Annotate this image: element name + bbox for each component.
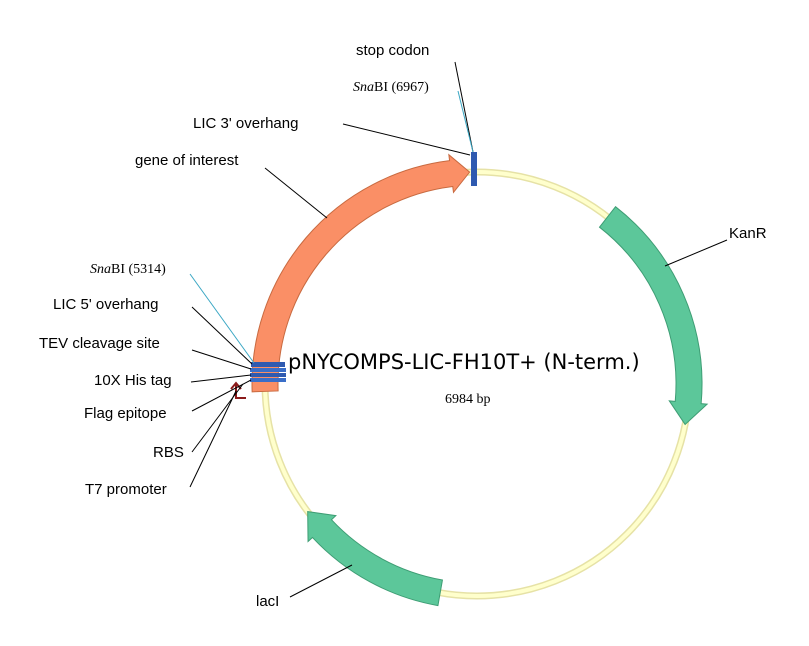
his-tag-marker (250, 373, 286, 377)
laci-arrow (307, 511, 444, 607)
kanr-arrow (598, 205, 709, 426)
leader-snabi-5 (189, 273, 255, 364)
leader-tev (191, 349, 252, 370)
label-rbs: RBS (153, 444, 184, 461)
leader-t7 (189, 390, 237, 488)
plasmid-name: pNYCOMPS-LIC-FH10T+ (N-term.) (288, 350, 640, 374)
leader-lic5 (191, 306, 253, 365)
label-10x-his-tag: 10X His tag (94, 372, 172, 389)
label-snabi-5314: SnaBI (5314) (90, 262, 166, 277)
label-flag-epitope: Flag epitope (84, 405, 167, 422)
label-laci: lacI (256, 593, 279, 610)
label-snabi-6967: SnaBI (6967) (353, 80, 429, 95)
label-t7-promoter: T7 promoter (85, 481, 167, 498)
label-kanr: KanR (729, 225, 767, 242)
plasmid-size: 6984 bp (445, 392, 491, 407)
leader-his (190, 374, 252, 383)
snabi-leaders (189, 90, 474, 364)
label-lic5-overhang: LIC 5' overhang (53, 296, 158, 313)
leader-lines (189, 61, 728, 598)
t7-promoter-glyph (230, 381, 246, 399)
leader-kanr (664, 239, 728, 267)
leader-rbs (191, 383, 244, 453)
leader-lic3 (342, 123, 471, 156)
tev-site-marker (250, 368, 286, 372)
stop-codon-marker (471, 152, 477, 186)
leader-snabi-3 (457, 90, 474, 153)
leader-gene (264, 167, 328, 219)
label-stop-codon: stop codon (356, 42, 429, 59)
flag-epitope-marker (250, 378, 286, 382)
leader-laci (289, 564, 353, 598)
label-gene-of-interest: gene of interest (135, 152, 239, 169)
leader-flag (191, 379, 252, 412)
label-lic3-overhang: LIC 3' overhang (193, 115, 298, 132)
lic5-overhang-marker (251, 362, 285, 367)
leader-stop-codon (454, 61, 474, 153)
label-tev-cleavage-site: TEV cleavage site (39, 335, 160, 352)
